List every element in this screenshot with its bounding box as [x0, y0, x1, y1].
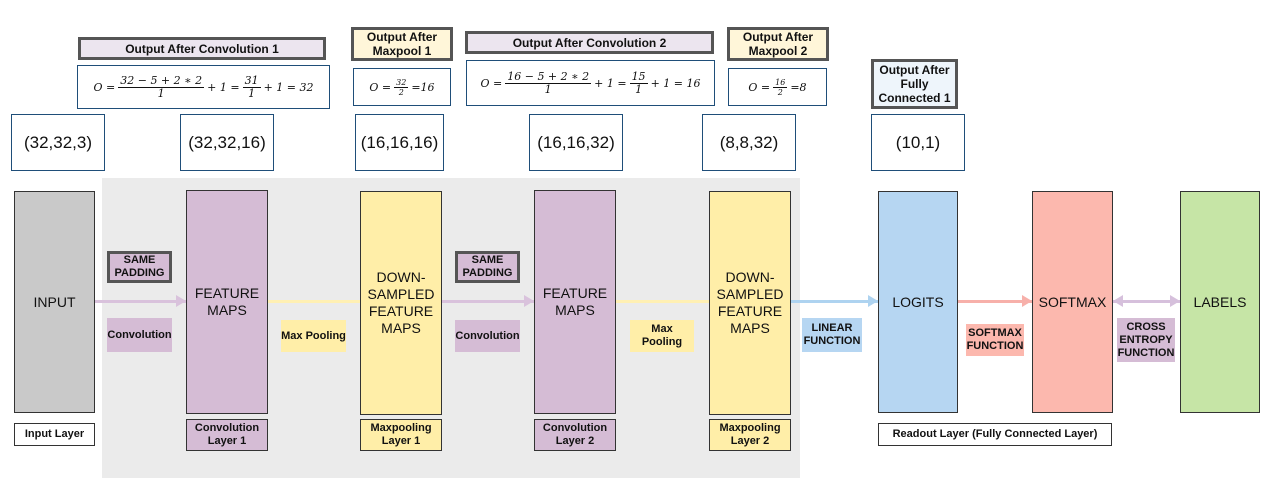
input-block: INPUT	[14, 191, 95, 413]
formula-lhs: O =	[480, 76, 503, 90]
convolution-label-2: Convolution	[455, 320, 520, 352]
formula-numerator: 32	[394, 77, 409, 88]
layer-label-pool1: Maxpooling Layer 1	[360, 419, 442, 451]
formula-denominator: 1	[248, 86, 256, 100]
convolution-label-1: Convolution	[107, 318, 172, 352]
formula-numerator: 15	[629, 69, 648, 84]
formula-denominator: 1	[544, 82, 552, 96]
layer-label-pool2: Maxpooling Layer 2	[709, 419, 791, 451]
formula-numerator: 16 − 5 + 2 ∗ 2	[505, 69, 592, 84]
formula-tail: =8	[790, 80, 807, 94]
header-output-maxpool1: Output After Maxpool 1	[351, 27, 453, 61]
formula-numerator: 16	[773, 77, 788, 88]
arrow-conv1-to-pool1	[268, 300, 360, 303]
downsampled-block-1: DOWN-SAMPLED FEATURE MAPS	[360, 191, 442, 415]
formula-numerator: 32 − 5 + 2 ∗ 2	[118, 73, 205, 88]
formula-denominator: 2	[398, 87, 404, 97]
formula-lhs: O =	[93, 80, 116, 94]
arrow-input-to-conv1	[95, 300, 186, 303]
linear-function-label: LINEAR FUNCTION	[802, 318, 862, 352]
dim-pool2: (8,8,32)	[702, 114, 796, 171]
formula-lhs: O =	[748, 80, 771, 94]
dim-conv2: (16,16,32)	[529, 114, 623, 171]
dim-pool1: (16,16,16)	[355, 114, 444, 171]
arrowhead-icon	[868, 295, 878, 307]
formula-denominator: 2	[777, 87, 783, 97]
feature-maps-block-2: FEATURE MAPS	[534, 190, 616, 414]
max-pooling-label-2: Max Pooling	[630, 320, 694, 352]
arrowhead-icon	[524, 295, 534, 307]
same-padding-label-2: SAME PADDING	[455, 251, 520, 283]
layer-label-input: Input Layer	[14, 423, 95, 446]
arrow-pool2-to-logits	[791, 300, 878, 303]
formula-middle: + 1 =	[594, 76, 627, 90]
dim-fc1: (10,1)	[871, 114, 965, 171]
layer-label-conv1: Convolution Layer 1	[186, 419, 268, 451]
dim-conv1: (32,32,16)	[180, 114, 274, 171]
labels-block: LABELS	[1180, 191, 1260, 413]
softmax-function-label: SOFTMAX FUNCTION	[966, 324, 1024, 356]
formula-lhs: O =	[369, 80, 392, 94]
softmax-block: SOFTMAX	[1032, 191, 1113, 413]
header-output-conv1: Output After Convolution 1	[78, 37, 326, 60]
formula-middle: + 1 =	[207, 80, 240, 94]
formula-denominator: 1	[635, 82, 643, 96]
layer-label-conv2: Convolution Layer 2	[534, 419, 616, 451]
arrow-logits-to-softmax	[958, 300, 1032, 303]
header-output-conv2: Output After Convolution 2	[465, 31, 714, 54]
formula-tail: + 1 = 16	[650, 76, 701, 90]
header-output-fc1: Output After Fully Connected 1	[871, 59, 958, 109]
cross-entropy-label: CROSS ENTROPY FUNCTION	[1117, 318, 1175, 362]
arrowhead-icon	[1022, 295, 1032, 307]
arrowhead-icon	[1170, 295, 1180, 307]
arrow-pool1-to-conv2	[442, 300, 534, 303]
feature-maps-block-1: FEATURE MAPS	[186, 190, 268, 414]
max-pooling-label-1: Max Pooling	[281, 320, 346, 352]
logits-block: LOGITS	[878, 191, 958, 413]
layer-label-readout: Readout Layer (Fully Connected Layer)	[878, 423, 1112, 446]
formula-tail: + 1 = 32	[263, 80, 314, 94]
formula-numerator: 31	[242, 73, 261, 88]
arrowhead-icon	[1113, 295, 1123, 307]
dim-input: (32,32,3)	[11, 114, 105, 171]
downsampled-block-2: DOWN-SAMPLED FEATURE MAPS	[709, 191, 791, 415]
formula-denominator: 1	[157, 86, 165, 100]
arrow-softmax-to-labels	[1113, 300, 1180, 303]
same-padding-label-1: SAME PADDING	[107, 251, 172, 283]
arrow-conv2-to-pool2	[616, 300, 709, 303]
formula-tail: =16	[411, 80, 435, 94]
arrowhead-icon	[176, 295, 186, 307]
header-output-maxpool2: Output After Maxpool 2	[727, 27, 829, 61]
